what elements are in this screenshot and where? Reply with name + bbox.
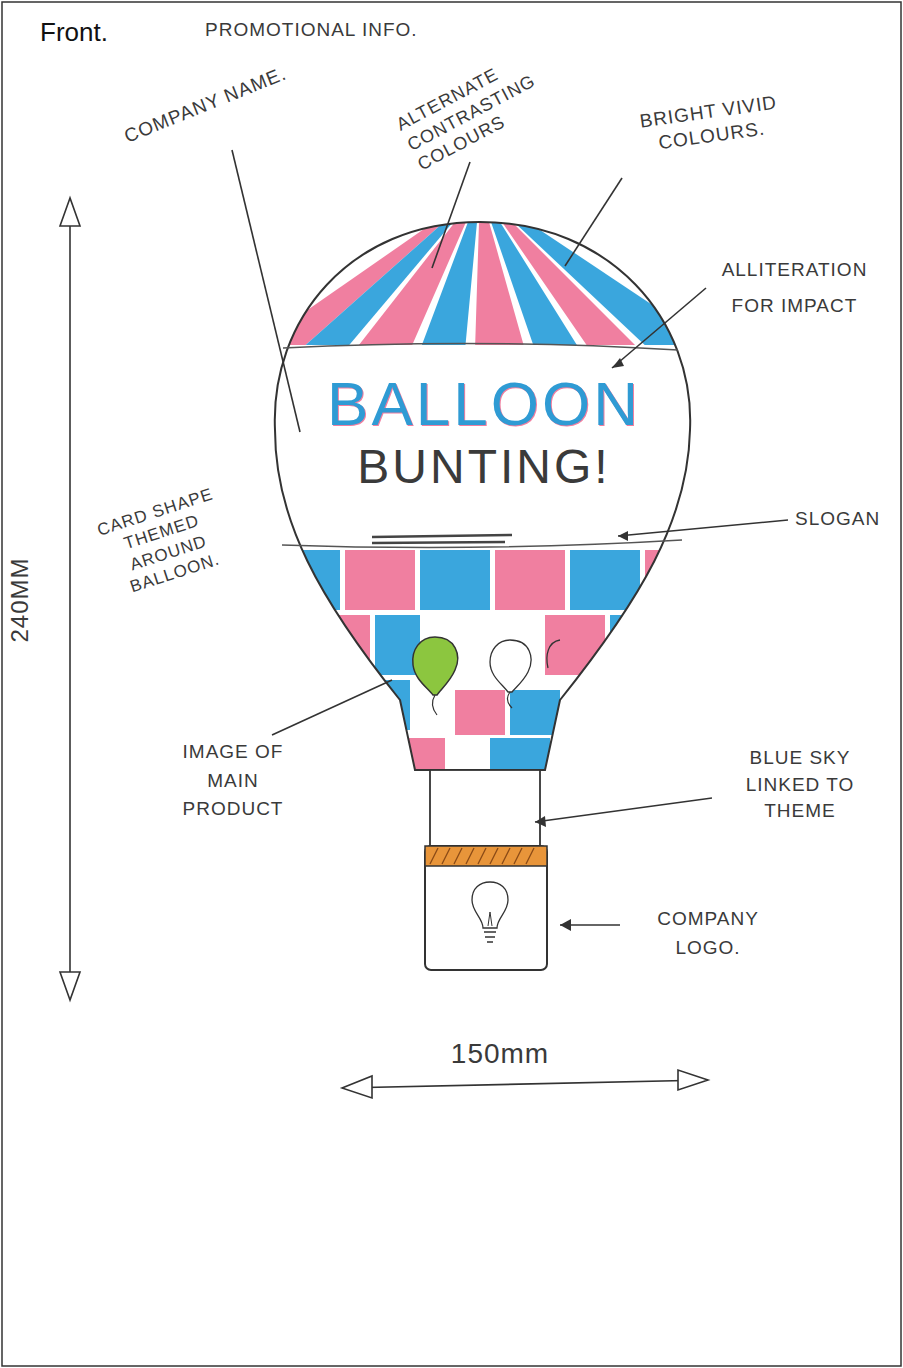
company-name-line: BUNTING! <box>357 439 610 494</box>
envelope-outline <box>275 222 690 770</box>
callout-note: CARD SHAPE THEMED AROUND BALLOON. <box>85 480 244 604</box>
callout-note: SLOGAN <box>795 507 895 531</box>
callout-note: COMPANY LOGO. <box>628 905 788 962</box>
callout-note: ALLITERATION FOR IMPACT <box>712 252 877 324</box>
basket <box>425 846 547 970</box>
heading-note: PROMOTIONAL INFO. <box>205 18 465 42</box>
callout-note: BLUE SKY LINKED TO THEME <box>715 745 885 825</box>
callout-note: BRIGHT VIVID COLOURS. <box>623 88 798 159</box>
slogan-line <box>372 535 512 543</box>
balloon-throat <box>430 770 540 848</box>
logo-bulb <box>472 882 508 928</box>
callout-note: ALTERNATE CONTRASTING COLOURS <box>393 8 628 176</box>
balloon-band: BALLOONBUNTING! <box>288 356 680 506</box>
product-image <box>413 637 560 715</box>
dimension-arrows <box>60 198 708 1098</box>
dimension-label: 240MM <box>5 550 35 650</box>
leader-lines <box>232 150 788 925</box>
company-name: BALLOON <box>327 368 641 439</box>
callout-note: COMPANY NAME. <box>121 51 315 148</box>
envelope-panels <box>250 190 720 800</box>
dimension-label: 150mm <box>430 1036 570 1071</box>
callout-note: IMAGE OF MAIN PRODUCT <box>168 738 298 824</box>
page-title: Front. <box>40 16 108 49</box>
